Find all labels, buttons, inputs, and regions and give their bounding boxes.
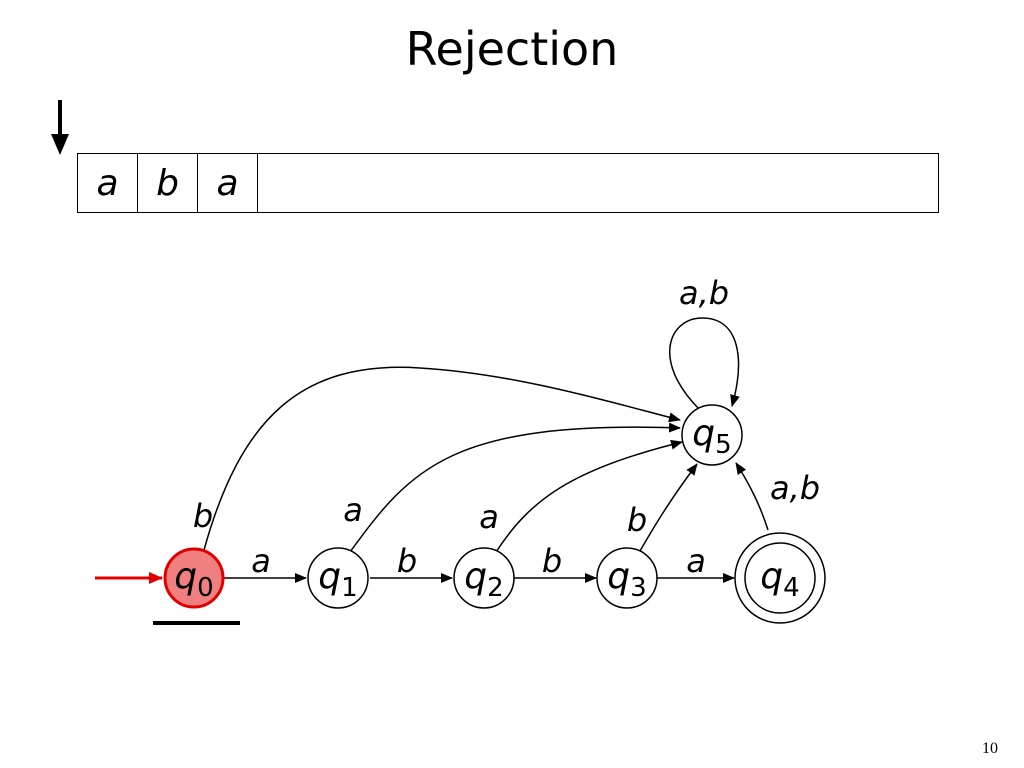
transition-q3-q5: [639, 463, 698, 552]
state-q2: q2: [453, 547, 515, 609]
state-subscript: 4: [783, 573, 800, 603]
state-label: q: [692, 413, 715, 454]
transition-q2-q5: [495, 439, 683, 553]
transition-label: a: [479, 498, 499, 536]
svg-text:q4: q4: [760, 556, 799, 603]
tape-cell: a: [78, 154, 138, 212]
state-q3: q3: [596, 547, 658, 609]
transition-label: a,b: [770, 469, 820, 507]
transition-label: b: [193, 497, 213, 535]
svg-text:q3: q3: [607, 556, 646, 603]
slide-title: Rejection: [405, 22, 619, 76]
transition-label: b: [397, 542, 417, 580]
transition-label: a: [343, 491, 363, 529]
state-label: q: [464, 556, 487, 597]
state-label: q: [318, 556, 341, 597]
svg-text:q0: q0: [174, 556, 213, 603]
transition-q1-q5: [349, 422, 681, 553]
state-q5: q5: [681, 404, 743, 466]
state-subscript: 2: [487, 573, 504, 603]
state-subscript: 5: [715, 430, 732, 460]
tape-cell: b: [138, 154, 198, 212]
transition-label: a: [251, 542, 271, 580]
state-label: q: [607, 556, 630, 597]
transition-label: a: [686, 542, 706, 580]
state-subscript: 1: [341, 573, 358, 603]
transition-q4-q5: [735, 462, 769, 531]
svg-text:q1: q1: [318, 556, 357, 603]
svg-text:q2: q2: [464, 556, 503, 603]
page-number: 10: [982, 740, 998, 757]
svg-text:q5: q5: [692, 413, 731, 460]
state-q4: q4: [734, 532, 826, 624]
transition-q0-q5: [203, 366, 681, 551]
transition-label: b: [627, 501, 647, 539]
state-label: q: [760, 556, 783, 597]
state-q1: q1: [307, 547, 369, 609]
state-label: q: [174, 556, 197, 597]
transition-label: b: [542, 542, 562, 580]
tape-cell: a: [198, 154, 258, 212]
transition-q5-q5: [669, 317, 740, 411]
tape-head-arrow-icon: [51, 100, 69, 155]
transition-label: a,b: [679, 274, 729, 312]
state-subscript: 0: [197, 573, 214, 603]
input-tape: a b a: [77, 153, 939, 213]
state-q0: q0: [163, 547, 225, 609]
state-subscript: 3: [630, 573, 647, 603]
